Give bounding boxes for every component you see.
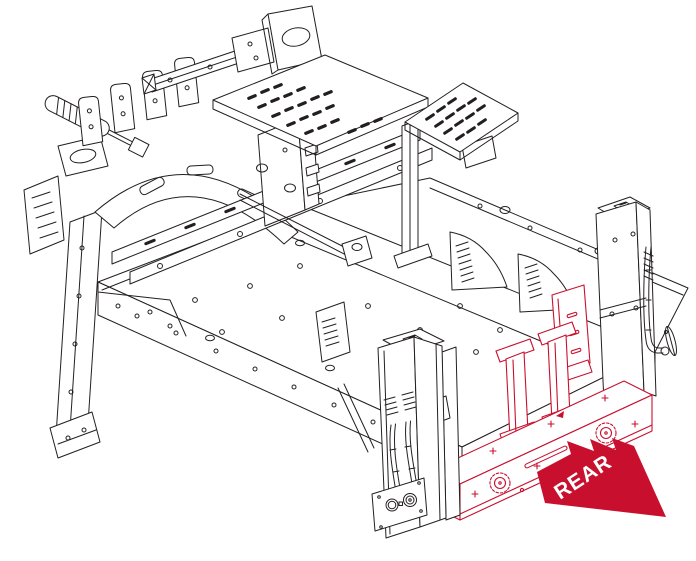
pedal-plate-slots xyxy=(247,83,383,135)
tower-louvers xyxy=(383,391,417,416)
accessory-tray xyxy=(404,82,519,153)
accessory-tray-arm xyxy=(239,82,519,269)
spring-damper-cluster xyxy=(44,27,275,158)
right-tower xyxy=(595,196,677,405)
pedal-plate-assembly xyxy=(212,5,429,227)
connector-1 xyxy=(385,498,399,512)
adjuster-tube xyxy=(643,246,664,354)
connector-2 xyxy=(403,493,417,507)
left-curved-support xyxy=(23,135,299,459)
rail-bracket xyxy=(231,27,275,73)
connector-panel xyxy=(371,477,428,532)
screw-arrow-2 xyxy=(556,411,564,418)
tray-slots xyxy=(425,97,487,141)
cables xyxy=(389,420,418,493)
rear-arrow-shape xyxy=(537,438,666,517)
rear-arrow: REAR xyxy=(537,438,666,517)
shaker-disc-2 xyxy=(595,422,617,444)
crank-handle xyxy=(665,325,677,357)
front-tower xyxy=(337,328,461,539)
front-left-post xyxy=(55,209,103,437)
post-foot xyxy=(49,411,101,459)
shaker-disc-1 xyxy=(489,472,511,494)
